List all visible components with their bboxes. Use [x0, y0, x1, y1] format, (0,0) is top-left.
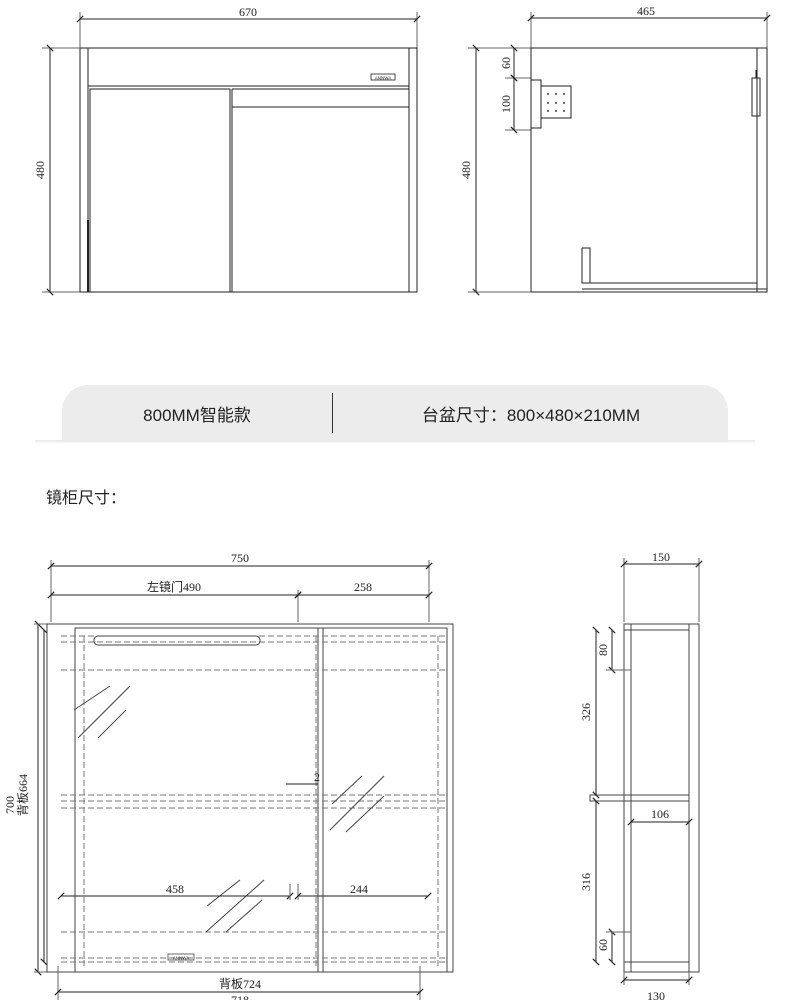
mirror-left-door-label: 左镜门490: [147, 579, 201, 594]
mirror-cabinet-front-view: [34, 560, 454, 1000]
mirror-total-width-label: 750: [231, 551, 249, 565]
mirror-bottom-depth-label: 130: [647, 989, 665, 1000]
base-brand-logo: ANNWA: [375, 76, 392, 81]
mirror-bottom-light-label: 60: [596, 939, 610, 951]
mirror-cabinet-side-view: [589, 558, 703, 985]
bracket-dots: [547, 93, 565, 112]
base-front-width-label: 670: [239, 5, 257, 19]
mirror-back-panel-width-label: 背板724: [219, 977, 261, 991]
base-side-dim-100: 100: [499, 95, 513, 113]
mirror-shelf-depth-label: 106: [651, 807, 669, 821]
base-side-depth-label: 465: [637, 4, 655, 18]
mirror-lower-label: 316: [579, 873, 593, 891]
base-cabinet-side-view: [468, 12, 771, 296]
mirror-section-label: 镜柜尺寸：: [46, 490, 127, 507]
mirror-upper-label: 326: [579, 703, 593, 721]
banner-basin-size-label: 台盆尺寸：800×480×210MM: [421, 406, 641, 425]
mirror-back-panel-height-label: 背板664: [16, 774, 30, 816]
mirror-top-light-label: 80: [596, 644, 610, 656]
banner-model-label: 800MM智能款: [143, 406, 251, 425]
mirror-brand-logo: ANNWA: [173, 956, 190, 961]
banner-divider: [332, 393, 333, 433]
mirror-inner-left-label: 458: [166, 882, 184, 896]
mirror-bottom-width-label: 718: [231, 993, 249, 1000]
base-front-height-label: 480: [33, 161, 47, 179]
mirror-side-depth-label: 150: [652, 550, 670, 564]
base-side-height-label: 480: [459, 161, 473, 179]
base-side-dim-60: 60: [499, 57, 513, 69]
mirror-height-label: 700: [3, 796, 17, 814]
mirror-inner-right-label: 244: [350, 882, 368, 896]
banner-shadow: [35, 440, 755, 444]
base-cabinet-front-view: [42, 12, 421, 296]
mirror-gap-label: 2: [314, 770, 320, 784]
mirror-right-door-label: 258: [354, 580, 372, 594]
spec-banner: 800MM智能款 台盆尺寸：800×480×210MM: [62, 385, 728, 442]
